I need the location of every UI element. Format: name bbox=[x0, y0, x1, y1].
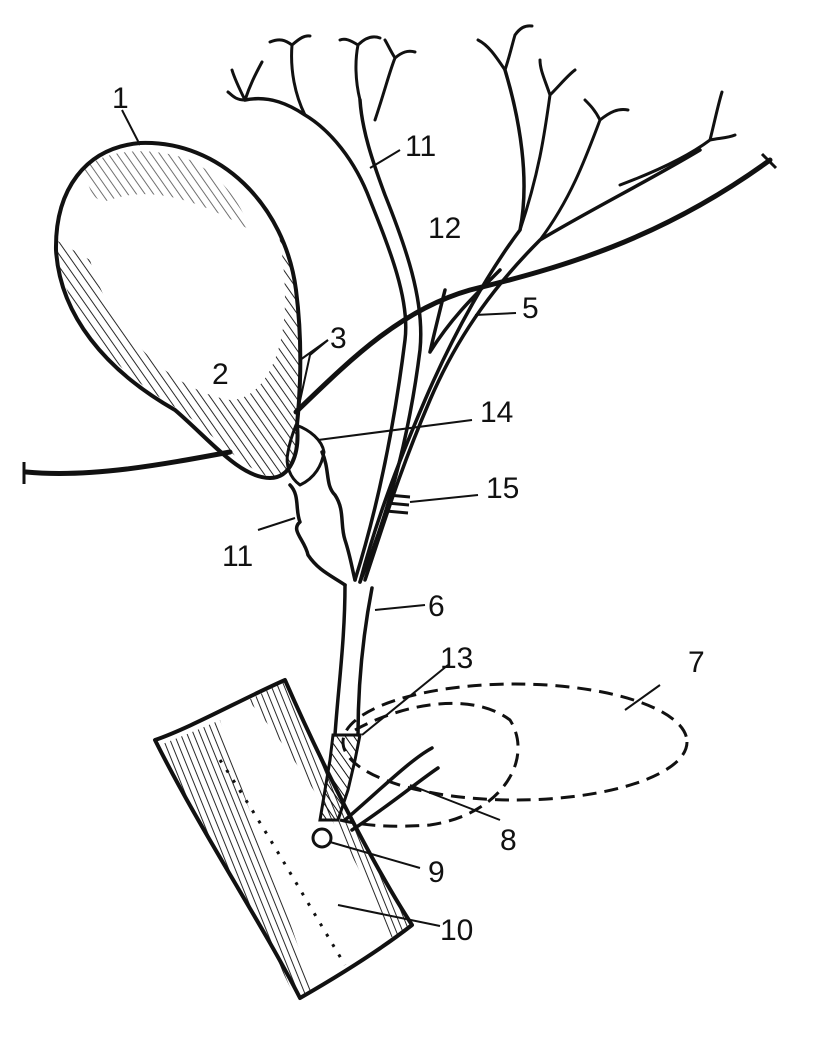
pancreatic-duct bbox=[343, 746, 440, 832]
right-hepatic-duct bbox=[243, 96, 423, 584]
label-8: 8 bbox=[500, 824, 517, 857]
liver-margin-line bbox=[23, 157, 773, 476]
label-9: 9 bbox=[428, 856, 445, 889]
common-bile-duct bbox=[333, 583, 374, 737]
pancreas-head-outline bbox=[339, 701, 520, 828]
gallbladder bbox=[53, 140, 326, 487]
right-hepatic-branches bbox=[226, 34, 417, 122]
left-hepatic-branches bbox=[476, 24, 737, 242]
label-2: 2 bbox=[212, 358, 229, 391]
label-10: 10 bbox=[440, 914, 473, 947]
pancreas-outline bbox=[341, 682, 689, 802]
label-7: 7 bbox=[688, 646, 705, 679]
label-3: 3 bbox=[330, 322, 347, 355]
duodenum bbox=[153, 678, 414, 1000]
label-11-upper: 11 bbox=[405, 130, 436, 163]
label-6: 6 bbox=[428, 590, 445, 623]
label-15: 15 bbox=[486, 472, 519, 505]
cystic-duct bbox=[288, 450, 357, 587]
left-hepatic-duct bbox=[358, 68, 702, 584]
label-5: 5 bbox=[522, 292, 539, 325]
label-11-lower: 11 bbox=[222, 540, 253, 573]
label-13: 13 bbox=[440, 642, 473, 675]
duct-band-15 bbox=[385, 493, 411, 515]
label-1: 1 bbox=[112, 82, 129, 115]
leader-lines bbox=[121, 109, 661, 927]
label-14: 14 bbox=[480, 396, 513, 429]
label-12: 12 bbox=[428, 212, 461, 245]
liver-margin-end-right bbox=[760, 152, 778, 170]
